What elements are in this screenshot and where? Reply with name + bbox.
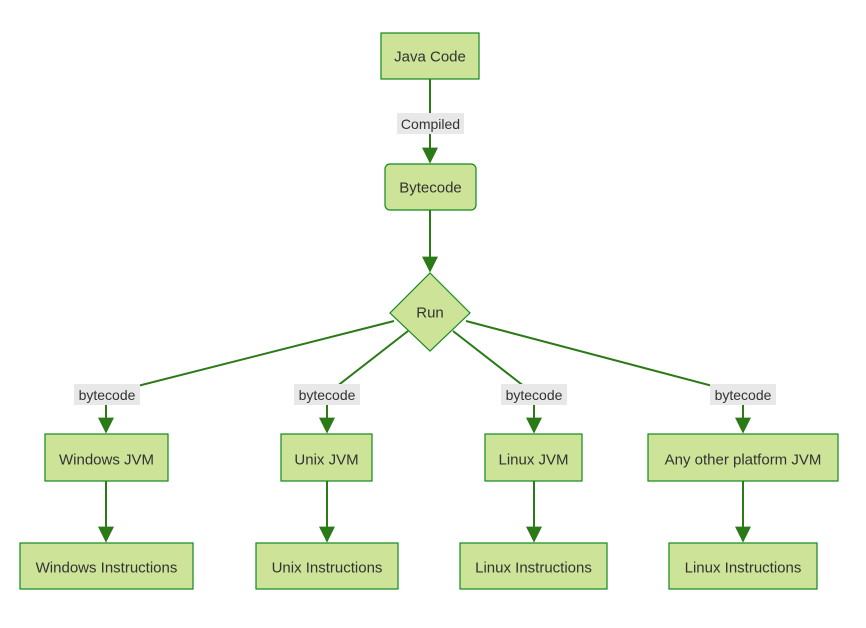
edge-label-bytecode-unix: bytecode <box>294 384 360 405</box>
node-other-jvm-label: Any other platform JVM <box>665 452 822 469</box>
edge-label-compiled-text: Compiled <box>401 116 460 132</box>
edge-label-bytecode-linux: bytecode <box>501 384 567 405</box>
edge-run-to-other-jvm <box>465 320 751 434</box>
node-bytecode-label: Bytecode <box>399 180 462 197</box>
edge-label-bytecode-windows: bytecode <box>74 384 140 405</box>
node-unix-jvm-label: Unix JVM <box>294 452 358 469</box>
edge-labels: Compiled bytecode bytecode bytecode byte… <box>74 113 776 405</box>
nodes: Java Code Bytecode Run Windows JVM Unix … <box>19 32 839 590</box>
node-windows-instructions[interactable]: Windows Instructions <box>19 542 194 590</box>
edge-label-compiled: Compiled <box>397 113 464 134</box>
node-other-jvm[interactable]: Any other platform JVM <box>647 433 839 482</box>
node-run-decision[interactable]: Run <box>389 272 471 352</box>
node-linux-instructions-1-label: Linux Instructions <box>475 560 592 577</box>
node-windows-instructions-label: Windows Instructions <box>36 560 178 577</box>
node-run-label: Run <box>416 305 444 322</box>
edge-label-bytecode-unix-text: bytecode <box>299 387 356 403</box>
node-windows-jvm-label: Windows JVM <box>59 452 154 469</box>
edge-label-bytecode-windows-text: bytecode <box>79 387 136 403</box>
node-linux-instructions-2-label: Linux Instructions <box>685 560 802 577</box>
edge-label-bytecode-linux-text: bytecode <box>506 387 563 403</box>
node-java-code-label: Java Code <box>394 49 466 66</box>
node-linux-instructions-1[interactable]: Linux Instructions <box>459 542 608 590</box>
edge-run-to-unix-jvm <box>319 330 409 434</box>
node-windows-jvm[interactable]: Windows JVM <box>44 433 169 482</box>
node-unix-instructions[interactable]: Unix Instructions <box>255 542 399 590</box>
node-unix-instructions-label: Unix Instructions <box>272 560 383 577</box>
edge-run-to-linux-jvm <box>452 330 542 434</box>
node-unix-jvm[interactable]: Unix JVM <box>280 433 373 482</box>
node-bytecode[interactable]: Bytecode <box>384 163 477 211</box>
node-linux-jvm-label: Linux JVM <box>498 452 568 469</box>
edge-label-bytecode-other-text: bytecode <box>715 387 772 403</box>
node-java-code[interactable]: Java Code <box>380 32 480 80</box>
node-linux-jvm[interactable]: Linux JVM <box>484 433 583 482</box>
edge-label-bytecode-other: bytecode <box>710 384 776 405</box>
node-linux-instructions-2[interactable]: Linux Instructions <box>668 542 818 590</box>
